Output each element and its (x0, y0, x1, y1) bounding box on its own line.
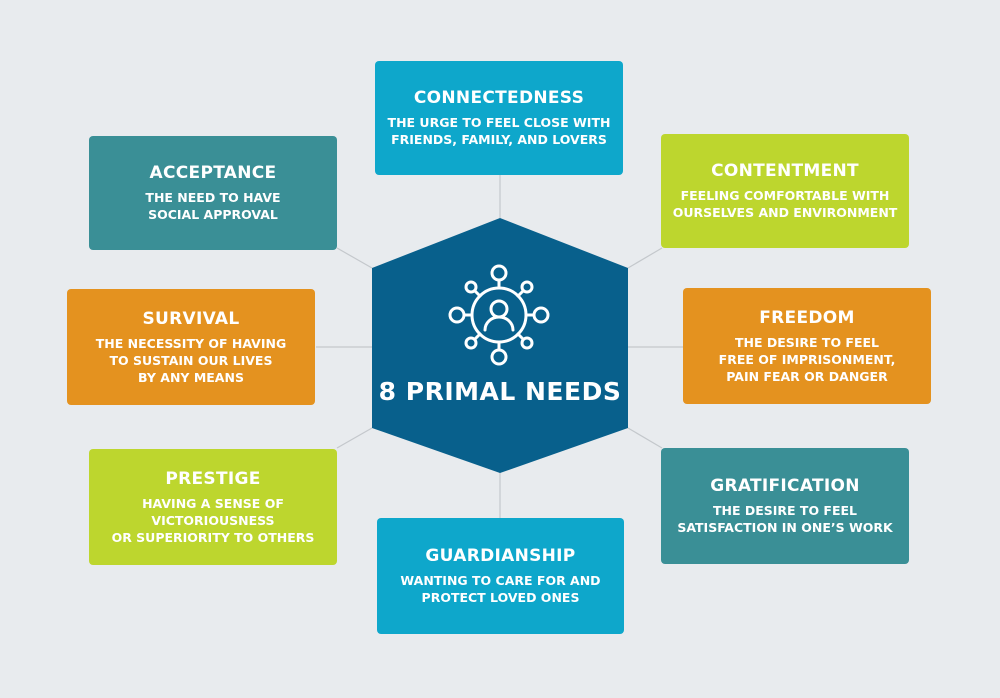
need-title: GRATIFICATION (710, 476, 860, 496)
need-card-connectedness: CONNECTEDNESS THE URGE TO FEEL CLOSE WIT… (375, 61, 623, 175)
need-description: WANTING TO CARE FOR AND PROTECT LOVED ON… (400, 573, 601, 605)
need-card-acceptance: ACCEPTANCE THE NEED TO HAVE SOCIAL APPRO… (89, 136, 337, 250)
need-title: SURVIVAL (142, 308, 240, 329)
need-description: THE DESIRE TO FEEL FREE OF IMPRISONMENT,… (718, 334, 896, 384)
connector-bottom-left (336, 427, 373, 449)
connector-top-right (627, 247, 663, 269)
need-card-freedom: FREEDOM THE DESIRE TO FEEL FREE OF IMPRI… (683, 288, 931, 404)
network-person-icon (448, 264, 550, 366)
need-title: CONTENTMENT (711, 161, 859, 181)
need-title: ACCEPTANCE (149, 163, 277, 183)
need-title: GUARDIANSHIP (425, 546, 576, 566)
need-description: FEELING COMFORTABLE WITH OURSELVES AND E… (672, 188, 898, 220)
need-description: HAVING A SENSE OF VICTORIOUSNESS OR SUPE… (111, 495, 315, 545)
need-card-contentment: CONTENTMENT FEELING COMFORTABLE WITH OUR… (661, 134, 909, 248)
need-description: THE NEED TO HAVE SOCIAL APPROVAL (145, 190, 281, 222)
center-title: 8 PRIMAL NEEDS (378, 377, 622, 406)
need-card-survival: SURVIVAL THE NECESSITY OF HAVING TO SUST… (67, 289, 315, 405)
need-description: THE URGE TO FEEL CLOSE WITH FRIENDS, FAM… (387, 115, 611, 147)
need-title: FREEDOM (759, 307, 855, 328)
need-description: THE NECESSITY OF HAVING TO SUSTAIN OUR L… (95, 335, 287, 385)
connector-bottom-right (627, 427, 663, 449)
connector-top-left (336, 247, 373, 269)
need-title: PRESTIGE (165, 468, 261, 489)
need-title: CONNECTEDNESS (413, 88, 585, 108)
need-card-guardianship: GUARDIANSHIP WANTING TO CARE FOR AND PRO… (377, 518, 624, 634)
need-card-gratification: GRATIFICATION THE DESIRE TO FEEL SATISFA… (661, 448, 909, 564)
need-card-prestige: PRESTIGE HAVING A SENSE OF VICTORIOUSNES… (89, 449, 337, 565)
need-description: THE DESIRE TO FEEL SATISFACTION IN ONE’S… (677, 503, 893, 535)
